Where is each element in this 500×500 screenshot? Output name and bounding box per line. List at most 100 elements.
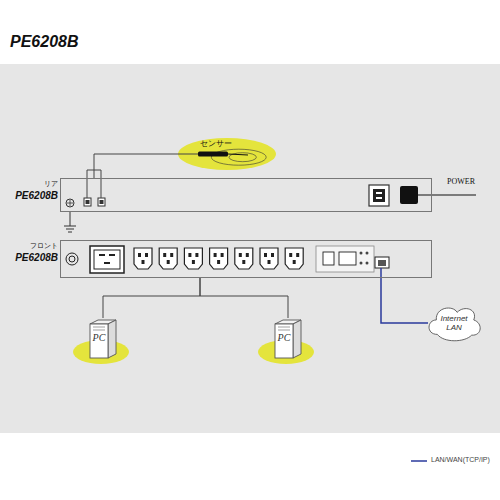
power-inlet-pin xyxy=(376,197,382,199)
display xyxy=(339,252,356,265)
cloud-label: Internet LAN xyxy=(437,314,471,332)
pdu-unit: リアPE6208B xyxy=(60,178,432,212)
ground-lead xyxy=(70,212,71,226)
screw-slot xyxy=(70,200,71,206)
front-parts xyxy=(66,246,389,278)
sensor-wire-fork xyxy=(87,170,88,198)
ground-symbol xyxy=(68,232,72,233)
power-wire xyxy=(103,278,200,318)
c13-slot xyxy=(167,260,170,264)
legend-text: LAN/WAN(TCP/IP) xyxy=(431,456,490,463)
power-wire xyxy=(200,278,288,318)
unit-side-label: リア xyxy=(15,179,58,189)
c13-slot xyxy=(293,260,296,264)
sensor-port xyxy=(84,198,91,206)
pdu-unit-shape xyxy=(61,241,433,279)
c13-outlets xyxy=(134,248,303,269)
pc-drive-bay xyxy=(93,327,105,328)
front-knob-inner xyxy=(69,256,75,262)
c13-slot xyxy=(271,253,274,257)
led xyxy=(366,252,369,255)
sensor-label: センサー xyxy=(200,139,276,149)
pc-drive-bay xyxy=(278,330,290,331)
title: PE6208B xyxy=(10,33,79,51)
c13-slot xyxy=(246,253,249,257)
rear-parts xyxy=(64,170,389,232)
lan-cable-stub xyxy=(380,268,382,278)
led xyxy=(360,252,363,255)
led xyxy=(360,262,363,265)
c13-slot xyxy=(289,253,292,257)
sensor-port-hole xyxy=(86,200,90,204)
c13-slot xyxy=(188,253,191,257)
sensor-cable xyxy=(178,154,198,155)
unit-side-label: フロント xyxy=(15,241,58,251)
sensor-tip xyxy=(228,154,248,155)
c13-outlet xyxy=(210,248,228,269)
c19-outlet-inner xyxy=(94,250,120,269)
c13-slot xyxy=(142,260,145,264)
sensor-probe xyxy=(198,152,228,157)
c13-slot xyxy=(145,253,148,257)
c13-slot xyxy=(221,253,224,257)
c13-slot xyxy=(195,253,198,257)
ground-symbol xyxy=(66,229,74,230)
control-panel xyxy=(316,246,374,272)
pc-side xyxy=(293,320,301,358)
power-wire xyxy=(94,154,178,178)
power-label: POWER xyxy=(447,177,475,186)
lan-port xyxy=(375,257,389,268)
pdu-unit: フロントPE6208B xyxy=(60,240,432,278)
c13-outlet xyxy=(134,248,152,269)
c13-slot xyxy=(264,253,267,257)
power-plug xyxy=(400,186,418,204)
sensor-swirl xyxy=(229,153,256,162)
c13-slot xyxy=(242,260,245,264)
unit-heading: リアPE6208B xyxy=(15,179,58,201)
model-name: PE6208B xyxy=(15,190,58,201)
c19-slot xyxy=(104,262,110,264)
c19-slot xyxy=(99,254,105,256)
c13-outlet xyxy=(260,248,278,269)
c13-slot xyxy=(239,253,242,257)
power-inlet xyxy=(369,185,389,206)
c13-slot xyxy=(217,260,220,264)
power-inlet-pin xyxy=(376,192,382,194)
lan-port-hole xyxy=(378,260,386,266)
pc-side xyxy=(108,320,116,358)
pc-drive-bay xyxy=(278,327,290,328)
front-knob xyxy=(66,253,78,265)
power-cord xyxy=(418,194,476,195)
pc-icon: PC xyxy=(271,318,305,362)
c13-slot xyxy=(296,253,299,257)
pc-label: PC xyxy=(275,332,293,343)
screw xyxy=(66,199,74,207)
gray-panel xyxy=(0,64,500,433)
lan-cable xyxy=(381,278,428,323)
c13-outlet xyxy=(235,248,253,269)
cloud-outline xyxy=(429,308,480,341)
pdu-unit-shape xyxy=(61,179,433,213)
c13-slot xyxy=(192,260,195,264)
sensor-port-hole xyxy=(100,200,104,204)
led-row xyxy=(360,252,369,265)
c13-slot xyxy=(170,253,173,257)
ground-symbol xyxy=(64,226,76,227)
model-name: PE6208B xyxy=(15,252,58,263)
c13-slot xyxy=(138,253,141,257)
c19-slot xyxy=(109,254,115,256)
c13-slot xyxy=(163,253,166,257)
network-cloud: Internet LAN xyxy=(428,304,480,342)
power-inlet-core xyxy=(373,189,385,202)
pc-front xyxy=(275,324,293,358)
c13-slot xyxy=(268,260,271,264)
c13-slot xyxy=(214,253,217,257)
c19-outlet xyxy=(90,246,124,273)
display xyxy=(323,252,334,265)
sensor-wire-fork xyxy=(101,170,102,198)
pc-icon: PC xyxy=(86,318,120,362)
legend-line-sample xyxy=(411,460,427,462)
